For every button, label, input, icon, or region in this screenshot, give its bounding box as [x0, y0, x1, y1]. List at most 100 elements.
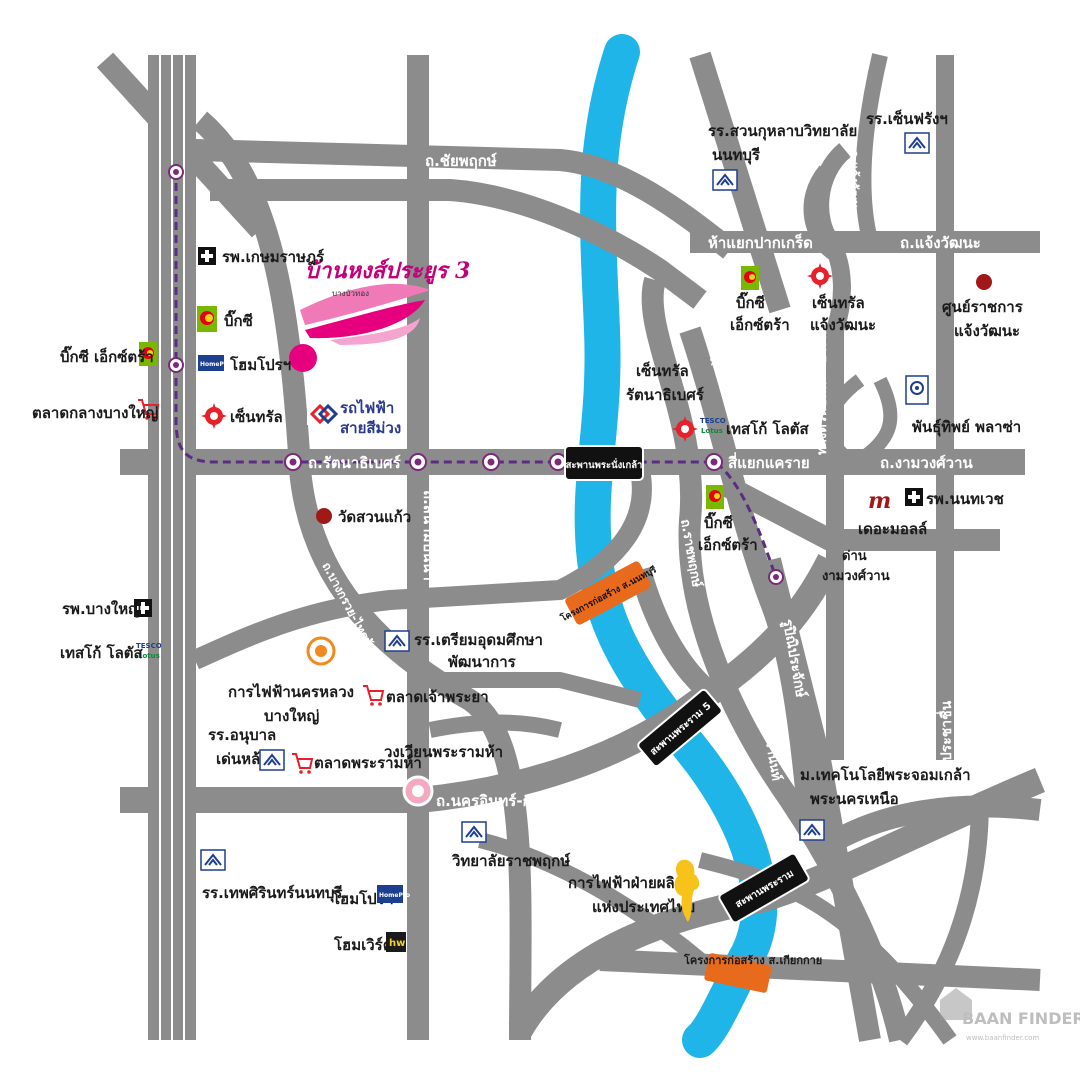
road-label-chaiyapruek: ถ.ชัยพฤกษ์: [425, 152, 497, 170]
mea-icon: [306, 636, 336, 666]
hospital-cross-nonthavej-icon: [905, 488, 923, 506]
road-label-rattanathibet: ถ.รัตนาธิเบศร์: [308, 454, 402, 472]
the-mall-icon: m: [868, 488, 891, 514]
school-icon-st-francis: [904, 132, 930, 154]
purple-line-stations: [168, 164, 784, 585]
project-location-dot: [289, 344, 317, 372]
hospital-cross-left-icon: [134, 599, 152, 617]
watermark: BAAN FINDER www.baanfinder.com: [940, 988, 1080, 1042]
label-anuban-1: รร.อนุบาล: [208, 726, 276, 745]
label-wongwian-rama5: วงเวียนพระรามห้า: [384, 743, 503, 761]
market-cart-icon: [138, 399, 160, 420]
label-bigc-1: บิ๊กซี: [224, 309, 253, 330]
svg-text:HomePro: HomePro: [379, 892, 410, 899]
label-tech-north-1: ม.เทคโนโลยีพระจอมเกล้า: [800, 765, 971, 784]
label-customs-2: งามวงศ์วาน: [822, 568, 890, 584]
label-bigc-extra-left: บิ๊กซี เอ็กซ์ตร้า: [60, 345, 154, 366]
school-icon-suankulap: [712, 169, 738, 191]
label-talad-bangyai: ตลาดกลางบางใหญ่: [32, 404, 159, 422]
label-central-2-1: เซ็นทรัล: [812, 293, 865, 312]
label-pantip: พันธุ์ทิพย์ พลาซ่า: [912, 418, 1021, 437]
central-2-icon: [807, 263, 833, 289]
road-label-pak-kret-junction: ห้าแยกปากเกร็ด: [708, 233, 813, 252]
svg-text:TESCO: TESCO: [700, 417, 726, 425]
label-purple-line-1: รถไฟฟ้า: [340, 398, 394, 417]
roundabout-icon: [402, 775, 434, 807]
label-suankulap-2: นนทบุรี: [712, 146, 761, 165]
central-icon: [201, 403, 227, 429]
school-icon-anuban: [259, 749, 285, 771]
purple-line-logo-icon: [307, 403, 339, 425]
label-homepro-1: โฮมโปรฯ: [229, 355, 291, 374]
road-label-chaengwattana-vertical: ถ.แจ้งวัฒนะ: [847, 150, 861, 215]
label-gov-center-2: แจ้งวัฒนะ: [954, 322, 1020, 340]
label-the-mall: เดอะมอลล์: [858, 520, 927, 538]
label-homeworks: โฮมเวิร์ค: [333, 935, 393, 954]
station-2-icon: [168, 357, 184, 373]
station-6-icon: [549, 453, 567, 471]
watermark-url: www.baanfinder.com: [966, 1034, 1039, 1042]
road-label-pracharat: ถ.ประชาชื่น: [936, 700, 955, 775]
market-cart-rama5-icon: [292, 753, 314, 774]
label-bangyai-hospital: รพ.บางใหญ่: [62, 600, 141, 618]
pantip-icon: [905, 375, 929, 405]
label-talad-chaopraya: ตลาดเจ้าพระยา: [386, 688, 489, 706]
station-3-icon: [284, 453, 302, 471]
label-wittaya-ratchaphruek: วิทยาลัยราชพฤกษ์: [451, 852, 570, 870]
bridge-construction-kiakkai-label: โครงการก่อสร้าง ส.เกียกกาย: [683, 953, 822, 967]
road-label-khae-rai-junction: สี่แยกแคราย: [728, 452, 810, 472]
bigc-icon: [197, 306, 217, 332]
station-5-icon: [482, 453, 500, 471]
hospital-cross-icon: [198, 247, 216, 265]
tesco-lotus-2-icon: TESCO Lotus: [700, 417, 726, 435]
label-wat-suankaew: วัดสวนแก้ว: [338, 508, 411, 526]
school-icon-wittaya: [461, 821, 487, 843]
homepro-icon: HomePro: [198, 355, 231, 371]
label-gov-center-1: ศูนย์ราชการ: [942, 298, 1024, 317]
label-bigc-2-2: เอ็กซ์ตร้า: [730, 315, 790, 334]
thailand-map-icon: [674, 859, 700, 922]
bridge-construction-kiakkai: [704, 953, 772, 993]
svg-text:hw: hw: [389, 938, 405, 949]
label-triam-2: พัฒนาการ: [448, 653, 517, 671]
label-bigc-3-1: บิ๊กซี: [704, 511, 733, 532]
svg-text:TESCO: TESCO: [136, 642, 162, 650]
label-tech-north-2: พระนครเหนือ: [810, 790, 899, 808]
road-label-nakhon-in: ถ.นครอินทร์-กาญจนาภิเษก: [436, 792, 614, 810]
homepro-2-icon: HomePro: [377, 885, 410, 903]
label-tesco-2: เทสโก้ โลตัส: [726, 419, 810, 438]
station-7-icon: [705, 453, 723, 471]
bigc-left-icon: [139, 342, 157, 366]
station-8-icon: [768, 569, 784, 585]
road-label-ngamwongwan: ถ.งามวงศ์วาน: [880, 454, 974, 472]
school-icon-tech-north: [799, 819, 825, 841]
road-cap-left-1: [120, 449, 140, 475]
project-subtitle: บางบัวทอง: [332, 289, 369, 298]
label-triam-1: รร.เตรียมอุดมศึกษา: [414, 631, 543, 650]
market-cart-chaopraya-icon: [363, 685, 385, 706]
label-central-3-1: เซ็นทรัล: [636, 361, 689, 380]
road-label-expressway: ทางด่วนขั้นที่ 2 บางโคล่-แจ้งวัฒนะ: [811, 256, 830, 455]
label-anuban-2: เด่นหล้า: [216, 750, 269, 768]
label-talad-rama5: ตลาดพระรามห้า: [314, 754, 422, 772]
svg-text:HomePro: HomePro: [200, 361, 231, 368]
school-icon-thepsirin: [200, 849, 226, 871]
label-mea-1: การไฟฟ้านครหลวง: [228, 682, 354, 701]
label-central-2-2: แจ้งวัฒนะ: [810, 316, 876, 334]
label-purple-line-2: สายสีม่วง: [340, 419, 401, 437]
tesco-lotus-left-icon: TESCO Lotus: [136, 642, 162, 660]
svg-text:Lotus: Lotus: [138, 652, 160, 660]
label-customs-1: ด่าน: [842, 549, 867, 564]
central-3-icon: [672, 416, 698, 442]
label-thepsirin: รร.เทพศิรินทร์นนทบุรี: [202, 884, 343, 903]
gov-center-icon: [976, 274, 992, 290]
station-1-icon: [168, 164, 184, 180]
label-central-3-2: รัตนาธิเบศร์: [626, 386, 705, 404]
watermark-name: BAAN FINDER: [962, 1009, 1080, 1028]
label-tesco-left: เทสโก้ โลตัส: [60, 643, 144, 662]
label-bigc-2-1: บิ๊กซี: [736, 291, 765, 312]
project-logo: บ้านหงส์ประยูร 3 บางบัวทอง: [300, 258, 470, 345]
project-title: บ้านหงส์ประยูร 3: [305, 258, 470, 285]
bridge-phra-nangklao: สะพานพระนั่งเกล้า: [564, 445, 644, 481]
